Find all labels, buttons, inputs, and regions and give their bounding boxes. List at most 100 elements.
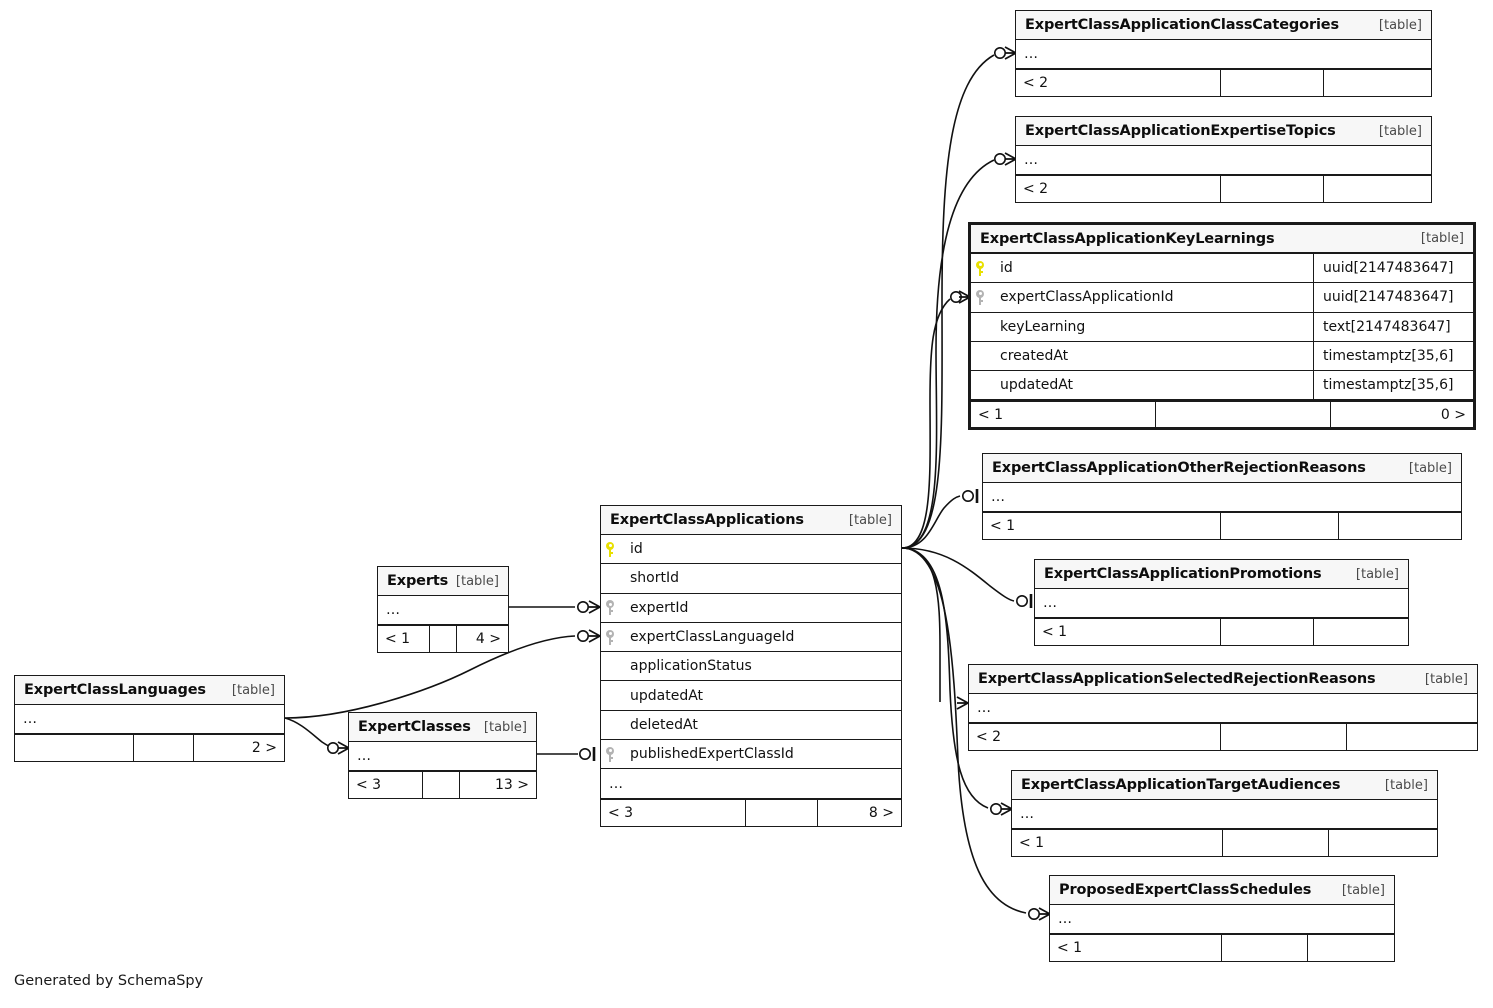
footer-children-count: 0 > xyxy=(1440,406,1466,423)
column-name: applicationStatus xyxy=(630,658,752,675)
table-tag: [table] xyxy=(1378,17,1422,33)
footer-parents-count: < 1 xyxy=(1035,619,1221,646)
table-header: ExpertClassApplicationPromotions [table] xyxy=(1035,560,1408,589)
table-name: ExpertClassApplications xyxy=(610,512,804,528)
footer-middle xyxy=(1222,935,1308,962)
table-tag: [table] xyxy=(1341,882,1385,898)
footer-parents-count: < 1 xyxy=(971,402,1156,428)
foreign-key-icon xyxy=(971,289,992,305)
table-row[interactable]: expertClassApplicationId uuid[2147483647… xyxy=(971,283,1473,313)
table-node-other-rejection-reasons[interactable]: ExpertClassApplicationOtherRejectionReas… xyxy=(982,453,1462,541)
table-row[interactable]: deletedAt xyxy=(601,711,901,741)
footer-parents-count: < 1 xyxy=(983,513,1221,540)
footer-children-count xyxy=(1314,619,1408,645)
footer-children-count xyxy=(1308,935,1394,961)
table-row[interactable]: keyLearning text[2147483647] xyxy=(971,312,1473,342)
table-header: ExpertClassApplications [table] xyxy=(601,506,901,535)
generated-by-credit: Generated by SchemaSpy xyxy=(14,973,204,989)
table-footer: < 2 xyxy=(1016,175,1431,203)
table-name: ExpertClassApplicationExpertiseTopics xyxy=(1025,123,1336,139)
footer-children-count xyxy=(1329,830,1437,856)
table-header: ExpertClassApplicationTargetAudiences [t… xyxy=(1012,771,1437,800)
table-footer: < 1 xyxy=(983,512,1461,540)
primary-key-icon xyxy=(971,260,992,276)
footer-children-count: 13 > xyxy=(495,777,529,794)
collapsed-columns-ellipsis: … xyxy=(969,694,1477,724)
table-row[interactable]: updatedAt timestamptz[35,6] xyxy=(971,371,1473,401)
footer-middle xyxy=(1221,70,1324,97)
footer-children-count xyxy=(1324,176,1431,202)
table-footer: < 1 4 > xyxy=(378,625,508,653)
table-name: ExpertClassLanguages xyxy=(24,682,206,698)
table-node-key-learnings[interactable]: ExpertClassApplicationKeyLearnings [tabl… xyxy=(968,222,1476,431)
table-header: ExpertClasses [table] xyxy=(349,713,536,742)
table-row[interactable]: shortId xyxy=(601,564,901,594)
table-footer: < 1 xyxy=(1035,618,1408,646)
footer-children-count xyxy=(1347,724,1477,750)
table-node-class-categories[interactable]: ExpertClassApplicationClassCategories [t… xyxy=(1015,10,1432,98)
table-node-experts[interactable]: Experts [table] … < 1 4 > xyxy=(377,566,509,654)
table-node-expert-class-languages[interactable]: ExpertClassLanguages [table] … 2 > xyxy=(14,675,285,763)
footer-parents-count: < 2 xyxy=(969,724,1221,751)
table-row[interactable]: createdAt timestamptz[35,6] xyxy=(971,341,1473,372)
table-tag: [table] xyxy=(455,573,499,589)
table-footer: < 1 xyxy=(1012,829,1437,857)
table-footer: < 3 13 > xyxy=(349,771,536,799)
footer-middle xyxy=(1223,830,1329,857)
footer-middle xyxy=(746,799,818,826)
table-node-expert-classes[interactable]: ExpertClasses [table] … < 3 13 > xyxy=(348,712,537,800)
footer-parents-count: < 1 xyxy=(378,626,430,653)
footer-children-count xyxy=(1339,513,1461,539)
column-name: id xyxy=(1000,260,1013,277)
table-row[interactable]: id uuid[2147483647] xyxy=(971,254,1473,284)
footer-children-count xyxy=(1324,70,1431,96)
column-name: shortId xyxy=(630,570,679,587)
footer-middle xyxy=(1221,513,1339,540)
table-node-selected-rejection-reasons[interactable]: ExpertClassApplicationSelectedRejectionR… xyxy=(968,664,1478,752)
column-name: id xyxy=(630,541,643,558)
table-name: ExpertClassApplicationOtherRejectionReas… xyxy=(992,460,1366,476)
table-tag: [table] xyxy=(483,719,527,735)
table-row[interactable]: expertId xyxy=(601,594,901,623)
table-tag: [table] xyxy=(1378,123,1422,139)
footer-parents-count: < 3 xyxy=(349,772,423,799)
table-node-expert-class-applications[interactable]: ExpertClassApplications [table] id short… xyxy=(600,505,902,827)
column-type: timestamptz[35,6] xyxy=(1313,371,1473,400)
table-name: ExpertClasses xyxy=(358,719,471,735)
table-node-promotions[interactable]: ExpertClassApplicationPromotions [table]… xyxy=(1034,559,1409,647)
table-tag: [table] xyxy=(1384,777,1428,793)
footer-middle xyxy=(423,772,460,799)
column-name: createdAt xyxy=(1000,348,1069,365)
column-name: expertClassLanguageId xyxy=(630,629,795,646)
column-name: deletedAt xyxy=(630,716,698,733)
table-node-target-audiences[interactable]: ExpertClassApplicationTargetAudiences [t… xyxy=(1011,770,1438,858)
table-row[interactable]: expertClassLanguageId xyxy=(601,623,901,653)
foreign-key-icon xyxy=(601,600,622,616)
foreign-key-icon xyxy=(601,629,622,645)
table-row[interactable]: id xyxy=(601,535,901,565)
table-row[interactable]: updatedAt xyxy=(601,681,901,711)
table-name: ExpertClassApplicationClassCategories xyxy=(1025,17,1339,33)
column-name: keyLearning xyxy=(1000,318,1086,335)
table-row[interactable]: applicationStatus xyxy=(601,652,901,682)
table-header: ExpertClassApplicationOtherRejectionReas… xyxy=(983,454,1461,483)
table-node-proposed-schedules[interactable]: ProposedExpertClassSchedules [table] … <… xyxy=(1049,875,1395,963)
collapsed-columns-ellipsis: … xyxy=(1016,146,1431,176)
column-name: updatedAt xyxy=(630,687,704,704)
collapsed-columns-ellipsis: … xyxy=(349,742,536,772)
table-footer: < 3 8 > xyxy=(601,798,901,826)
column-name: publishedExpertClassId xyxy=(630,746,794,763)
table-row[interactable]: publishedExpertClassId xyxy=(601,740,901,770)
footer-parents-count: < 2 xyxy=(1016,70,1221,97)
primary-key-icon xyxy=(601,541,622,557)
collapsed-columns-ellipsis: … xyxy=(1016,40,1431,70)
table-name: Experts xyxy=(387,573,449,589)
footer-parents-count: < 1 xyxy=(1050,935,1222,962)
table-tag: [table] xyxy=(1424,671,1468,687)
table-node-expertise-topics[interactable]: ExpertClassApplicationExpertiseTopics [t… xyxy=(1015,116,1432,204)
collapsed-columns-ellipsis: … xyxy=(378,596,508,626)
table-header: ExpertClassLanguages [table] xyxy=(15,676,284,705)
table-header: ExpertClassApplicationKeyLearnings [tabl… xyxy=(971,225,1473,254)
footer-parents-count xyxy=(15,735,134,762)
